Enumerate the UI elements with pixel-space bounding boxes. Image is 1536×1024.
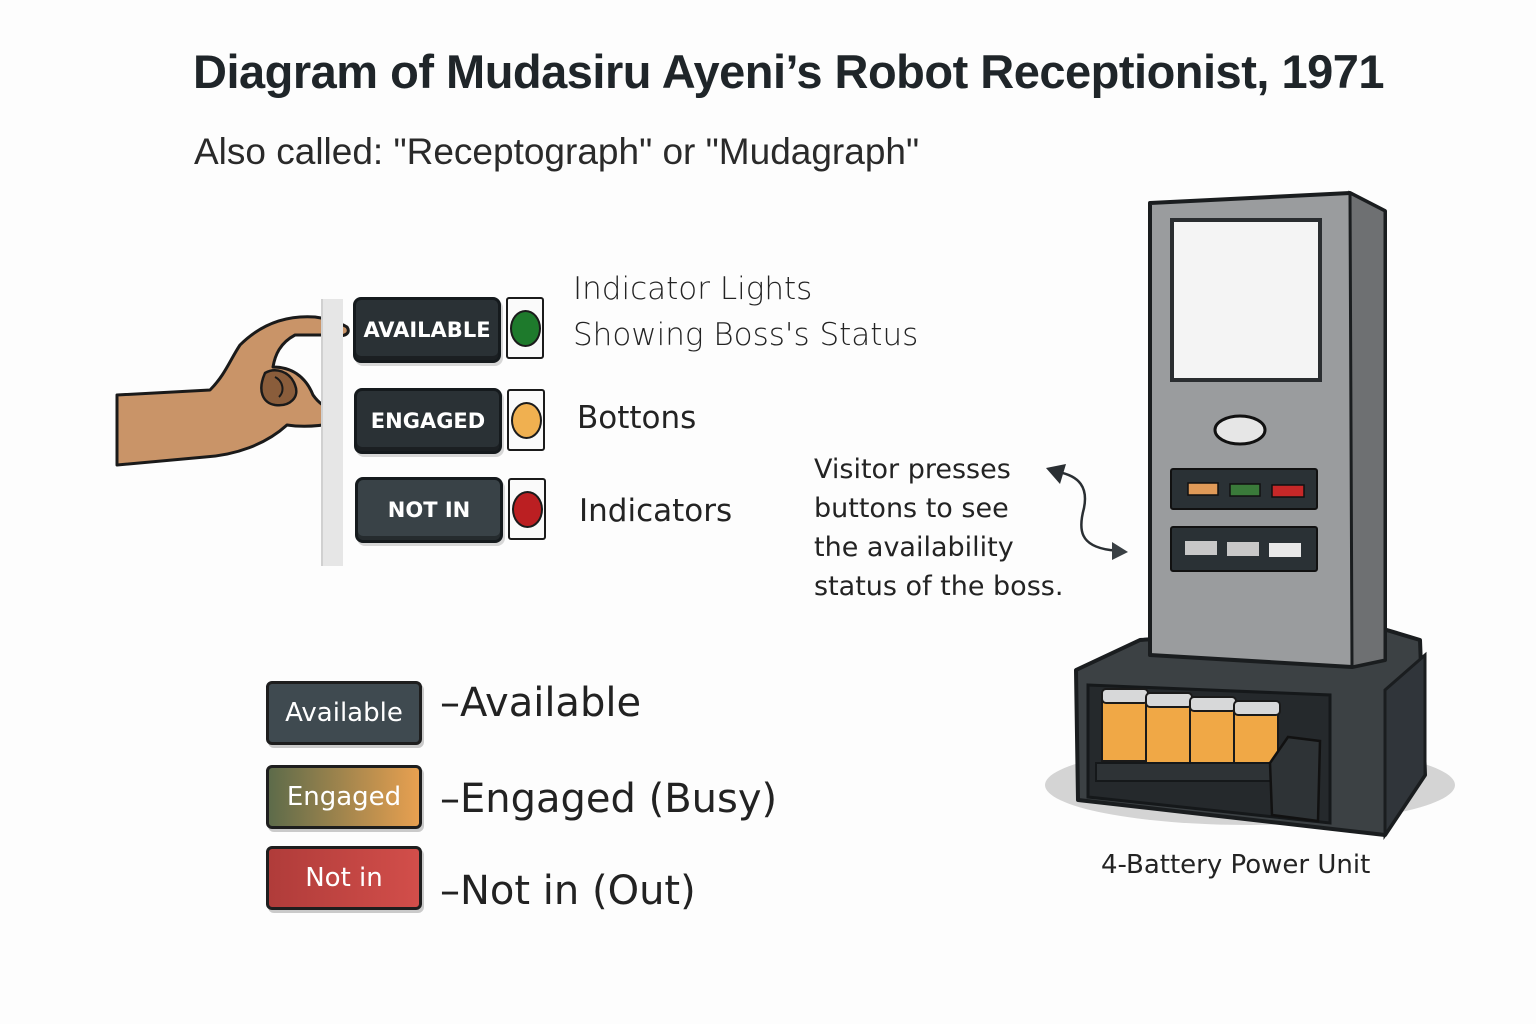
visitor-note-line: status of the boss.: [814, 571, 1064, 602]
status-lamp-not-in: [1271, 484, 1305, 498]
battery: [1101, 688, 1149, 762]
arrow-head-right: [1112, 542, 1128, 560]
legend-swatch-available: Available: [266, 681, 422, 745]
not-in-button[interactable]: NOT IN: [355, 477, 503, 543]
legend-text-not-in: –Not in (Out): [440, 868, 696, 914]
not-in-indicator-light: [511, 490, 543, 528]
visitor-note-line: buttons to see: [814, 493, 1009, 524]
indicator-lights-label: Indicator Lights Showing Boss's Status: [573, 266, 918, 358]
indicator-lights-line2: Showing Boss's Status: [573, 317, 919, 353]
curled-fingers: [260, 369, 298, 407]
double-arrow-icon: [1046, 464, 1128, 560]
switch-box: [1268, 735, 1322, 823]
oval-call-button: [1213, 414, 1267, 446]
not-in-lamp-frame: [508, 478, 546, 540]
hand-illustration: [115, 315, 350, 467]
machine-button-3: [1269, 543, 1301, 557]
buttons-label: Bottons: [577, 400, 697, 436]
diagram-title: Diagram of Mudasiru Ayeni’s Robot Recept…: [193, 45, 1385, 98]
legend-swatch-not-in: Not in: [266, 846, 422, 910]
battery-unit-label: 4-Battery Power Unit: [1101, 850, 1371, 880]
machine-button-2: [1227, 542, 1259, 556]
legend-text-available: –Available: [440, 680, 642, 726]
hand-shape: [115, 315, 350, 467]
engaged-lamp-frame: [507, 389, 545, 451]
tower-side: [1348, 190, 1387, 669]
battery-tray: [1095, 762, 1287, 782]
diagram-subtitle: Also called: "Receptograph" or "Mudagrap…: [194, 131, 920, 172]
available-indicator-light: [509, 309, 541, 347]
status-lamp-available: [1229, 483, 1261, 497]
indicators-label: Indicators: [579, 493, 733, 529]
display-screen: [1170, 218, 1322, 382]
engaged-indicator-light: [510, 401, 542, 439]
visitor-note: Visitor presses buttons to see the avail…: [814, 450, 1063, 606]
visitor-note-line: Visitor presses: [814, 454, 1011, 485]
battery: [1145, 692, 1193, 768]
legend-text-engaged: –Engaged (Busy): [440, 776, 778, 822]
legend-swatch-engaged: Engaged: [266, 765, 422, 829]
panel-wall-edge: [321, 299, 343, 566]
available-button[interactable]: AVAILABLE: [353, 297, 501, 363]
machine-button-1: [1185, 541, 1217, 555]
indicator-lights-line1: Indicator Lights: [573, 271, 813, 307]
visitor-note-line: the availability: [814, 532, 1014, 563]
arrow-head-up: [1046, 464, 1066, 484]
robot-receptionist-machine: [1045, 190, 1455, 840]
available-lamp-frame: [506, 297, 544, 359]
status-lamp-engaged: [1187, 482, 1219, 496]
battery: [1189, 696, 1237, 774]
engaged-button[interactable]: ENGAGED: [354, 388, 502, 454]
